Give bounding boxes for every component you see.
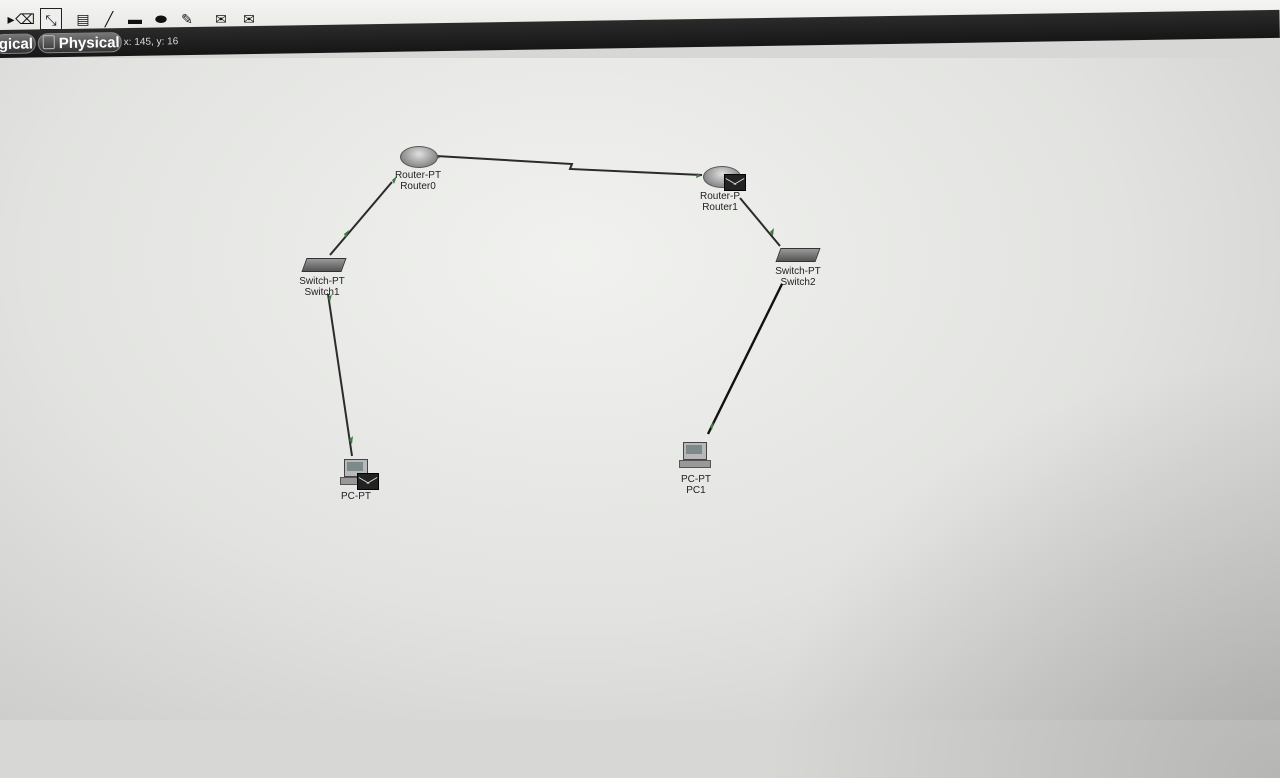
note-icon[interactable]: ▤: [76, 11, 90, 27]
pc-keyboard: [679, 460, 711, 468]
physical-icon: [42, 35, 55, 50]
router-icon: [400, 146, 438, 168]
pc1-type-label: PC-PT: [681, 474, 711, 485]
router0-type-label: Router-PT: [394, 170, 442, 181]
pdu-envelope-icon[interactable]: [357, 473, 379, 490]
link-up-marker: [696, 173, 701, 178]
switch1-name-label: Switch1: [304, 287, 340, 298]
tab-logical[interactable]: gical: [0, 33, 36, 55]
switch-icon: [775, 248, 821, 262]
simple-pdu-icon[interactable]: ✉: [215, 11, 227, 27]
router1-type-label: Router-P: [699, 191, 741, 202]
router0-device[interactable]: [400, 146, 438, 168]
link-up-marker: [344, 230, 349, 238]
tab-physical[interactable]: Physical: [37, 32, 122, 54]
tab-physical-label: Physical: [58, 34, 120, 53]
router1-label: Router-P Router1: [700, 191, 740, 213]
link-up-marker: [392, 176, 397, 184]
serial-link-router0-router1: [435, 155, 703, 176]
link-switch1-pc0: [327, 293, 353, 457]
switch1-device[interactable]: [301, 258, 347, 272]
pc1-label: PC-PT PC1: [681, 474, 711, 496]
link-up-marker: [770, 228, 774, 236]
cursor-coordinates: x: 145, y: 16: [123, 36, 179, 49]
select-icon[interactable]: ▸: [7, 11, 15, 27]
pc1-device[interactable]: [679, 442, 711, 468]
pc-icon: [683, 442, 707, 460]
pc0-label: PC-PT: [341, 491, 371, 502]
link-router1-switch2: [739, 197, 781, 247]
router0-name-label: Router0: [400, 181, 436, 192]
freeform-icon[interactable]: ✎: [181, 11, 193, 27]
pc0-type-label: PC-PT: [341, 491, 371, 502]
link-router0-switch1: [329, 181, 393, 256]
ellipse-icon[interactable]: ⬬: [155, 11, 167, 27]
switch2-label: Switch-PT Switch2: [775, 266, 821, 288]
router0-label: Router-PT Router0: [395, 170, 441, 192]
switch2-name-label: Switch2: [780, 277, 816, 288]
switch2-device[interactable]: [775, 248, 821, 262]
pc1-name-label: PC1: [686, 485, 706, 496]
switch2-type-label: Switch-PT: [775, 266, 821, 277]
link-up-marker: [710, 422, 714, 430]
switch1-label: Switch-PT Switch1: [299, 276, 345, 298]
link-up-marker: [349, 436, 353, 444]
tab-logical-label: gical: [0, 35, 34, 54]
complex-pdu-icon[interactable]: ✉: [243, 11, 255, 27]
link-switch2-pc1: [706, 283, 784, 435]
link-up-marker: [328, 294, 332, 302]
switch-icon: [301, 258, 347, 272]
delete-icon[interactable]: ⌫: [15, 11, 35, 27]
line-icon[interactable]: ╱: [104, 11, 114, 27]
rectangle-icon[interactable]: ▬: [128, 11, 142, 27]
switch1-type-label: Switch-PT: [299, 276, 345, 287]
pdu-envelope-icon[interactable]: [724, 174, 746, 191]
router1-name-label: Router1: [702, 202, 738, 213]
photo-shadow: [760, 358, 1280, 778]
logical-workspace[interactable]: Router-PT Router0 Router-P Router1 Switc…: [0, 58, 1280, 778]
links-layer: [327, 154, 784, 457]
resize-icon[interactable]: ⤡: [40, 8, 62, 30]
